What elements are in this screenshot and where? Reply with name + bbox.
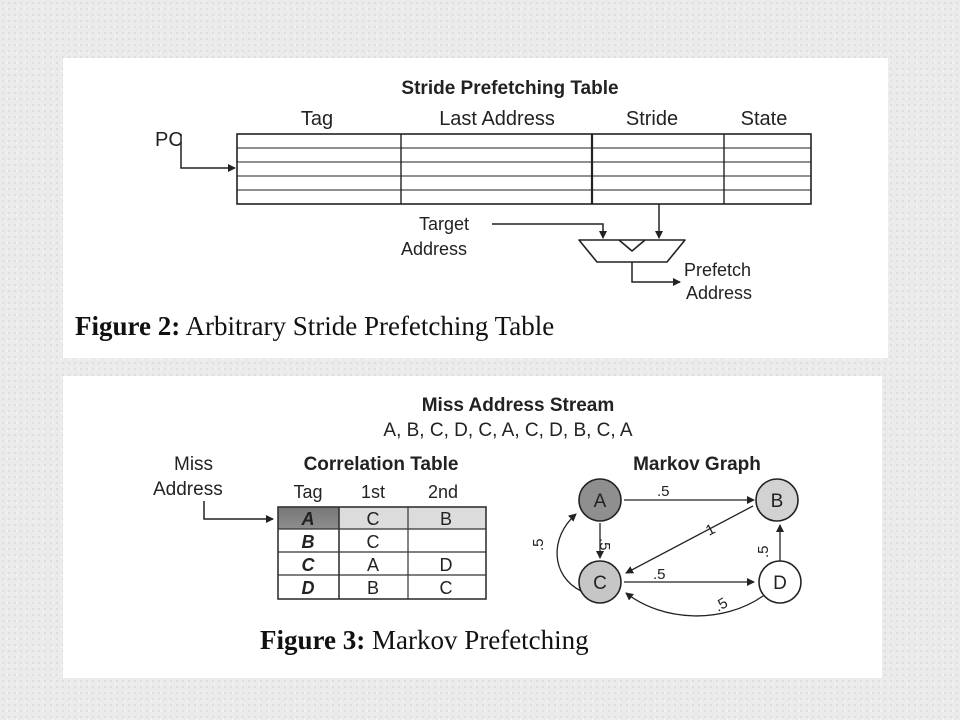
stride-prefetch-diagram: Stride Prefetching Table Tag Last Addres… bbox=[75, 78, 812, 341]
target-address-arrow bbox=[492, 223, 607, 239]
row-d-1st: B bbox=[367, 578, 379, 598]
table-header-2nd: 2nd bbox=[428, 482, 458, 502]
miss-stream-values: A, B, C, D, C, A, C, D, B, C, A bbox=[383, 420, 632, 441]
markov-nodes: A B C D bbox=[578, 478, 802, 604]
row-a-2nd: B bbox=[440, 509, 452, 529]
figure-3-caption-prefix: Figure 3: bbox=[260, 625, 365, 655]
column-header-state: State bbox=[741, 108, 788, 130]
node-c bbox=[578, 560, 622, 604]
row-b-1st: C bbox=[367, 532, 380, 552]
column-header-stride: Stride bbox=[626, 108, 678, 130]
correlation-table-title: Correlation Table bbox=[304, 454, 459, 475]
markov-edge-labels: .5 .5 1 .5 .5 .5 .5 bbox=[530, 483, 772, 615]
figure-3-panel: Miss Address Stream A, B, C, D, C, A, C,… bbox=[63, 376, 882, 678]
row-c-tag: C bbox=[302, 555, 316, 575]
pc-arrow bbox=[180, 134, 236, 172]
prefetch-arrow bbox=[631, 262, 681, 286]
node-d bbox=[758, 560, 802, 604]
figure-2-caption-prefix: Figure 2: bbox=[75, 311, 180, 341]
row-c-2nd: D bbox=[440, 555, 453, 575]
node-a bbox=[578, 478, 622, 522]
edge-label-b-c: 1 bbox=[703, 521, 718, 540]
miss-address-label-line1: Miss bbox=[174, 454, 213, 475]
node-a-label: A bbox=[594, 491, 607, 512]
edge-label-a-b: .5 bbox=[657, 483, 670, 500]
figure-2-panel: Stride Prefetching Table Tag Last Addres… bbox=[63, 58, 888, 358]
row-d-2nd: C bbox=[440, 578, 453, 598]
column-header-tag: Tag bbox=[301, 108, 333, 130]
stride-table-title: Stride Prefetching Table bbox=[401, 78, 618, 99]
row-b-tag: B bbox=[302, 532, 315, 552]
table-header-tag: Tag bbox=[293, 482, 322, 502]
markov-graph-title: Markov Graph bbox=[633, 454, 761, 475]
node-d-label: D bbox=[773, 573, 787, 594]
stride-table bbox=[236, 133, 812, 205]
correlation-rows: A C B B C C A D D B C bbox=[301, 509, 453, 598]
node-b bbox=[755, 478, 799, 522]
row-a-tag: A bbox=[301, 509, 315, 529]
edge-label-c-a: .5 bbox=[530, 538, 547, 551]
correlation-table bbox=[277, 506, 487, 600]
adder-shape bbox=[578, 239, 686, 263]
edge-label-c-d: .5 bbox=[653, 566, 666, 583]
figure-2-caption-text: Arbitrary Stride Prefetching Table bbox=[180, 311, 554, 341]
edge-label-d-b: .5 bbox=[755, 545, 772, 558]
edge-label-a-c: .5 bbox=[596, 538, 613, 551]
edge-b-to-c bbox=[625, 505, 754, 574]
column-header-last-address: Last Address bbox=[439, 108, 555, 130]
figure-3-caption-text: Markov Prefetching bbox=[365, 625, 588, 655]
miss-address-arrow bbox=[203, 501, 274, 523]
row-a-1st: C bbox=[367, 509, 380, 529]
target-label-line2: Address bbox=[401, 239, 467, 259]
prefetch-label-line1: Prefetch bbox=[684, 260, 751, 280]
node-b-label: B bbox=[771, 491, 784, 512]
row-c-1st: A bbox=[367, 555, 379, 575]
markov-prefetch-diagram: Miss Address Stream A, B, C, D, C, A, C,… bbox=[153, 395, 802, 655]
prefetch-label-line2: Address bbox=[686, 283, 752, 303]
row-d-tag: D bbox=[302, 578, 315, 598]
node-c-label: C bbox=[593, 573, 607, 594]
pc-label: PC bbox=[155, 129, 183, 151]
edge-d-to-c bbox=[625, 592, 764, 617]
edge-c-to-a bbox=[556, 513, 582, 592]
figure-2-caption: Figure 2: Arbitrary Stride Prefetching T… bbox=[75, 311, 554, 341]
figure-3-caption: Figure 3: Markov Prefetching bbox=[260, 625, 589, 655]
miss-address-label-line2: Address bbox=[153, 479, 223, 500]
miss-stream-title: Miss Address Stream bbox=[422, 395, 615, 416]
table-header-1st: 1st bbox=[361, 482, 385, 502]
markov-edges bbox=[556, 496, 784, 617]
target-label-line1: Target bbox=[419, 214, 469, 234]
